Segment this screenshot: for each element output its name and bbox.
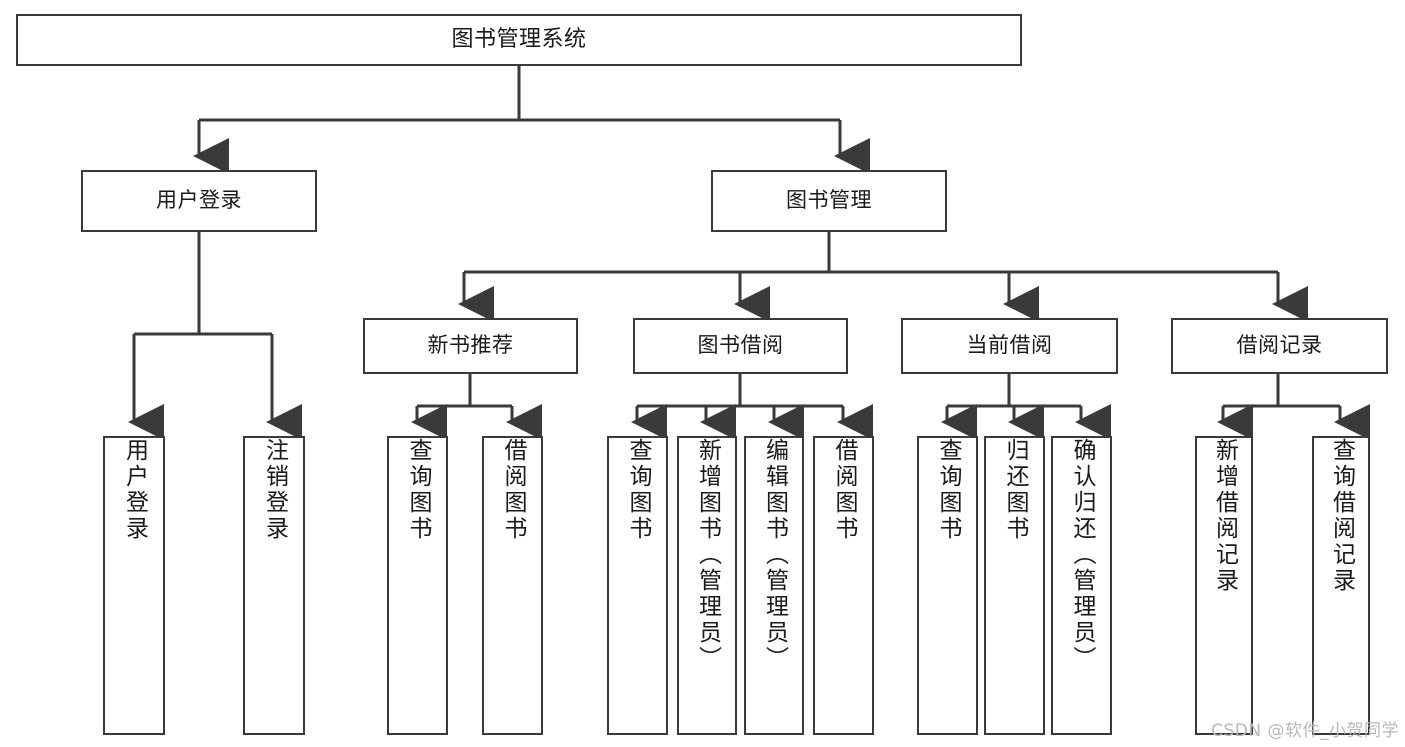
node-label: 确认归还（管理员） [1069, 438, 1095, 672]
node-label: 当前借阅 [966, 333, 1053, 358]
node-label: 注销登录 [261, 438, 288, 542]
node-label: 查询图书 [405, 438, 431, 542]
node-label: 查询图书 [935, 438, 961, 542]
leaf-new-book-query[interactable]: 查询图书 [387, 436, 448, 735]
node-root-library-system[interactable]: 图书管理系统 [16, 14, 1022, 66]
node-borrow-record[interactable]: 借阅记录 [1171, 318, 1388, 374]
node-current-borrow[interactable]: 当前借阅 [901, 318, 1118, 374]
node-label: 图书借阅 [697, 333, 784, 358]
leaf-borrow-add-book-admin[interactable]: 新增图书（管理员） [677, 436, 737, 735]
leaf-borrow-query-book[interactable]: 查询图书 [607, 436, 668, 735]
node-label: 图书管理 [786, 188, 872, 213]
node-label: 新书推荐 [427, 333, 514, 358]
leaf-new-book-borrow[interactable]: 借阅图书 [482, 436, 543, 735]
leaf-user-login[interactable]: 用户登录 [103, 436, 165, 735]
csdn-watermark: CSDN @软件_小贺同学 [1211, 721, 1399, 741]
node-label: 用户登录 [156, 188, 242, 213]
node-label: 编辑图书（管理员） [761, 438, 788, 672]
node-book-borrow[interactable]: 图书借阅 [633, 318, 848, 374]
leaf-record-add[interactable]: 新增借阅记录 [1195, 436, 1253, 735]
leaf-record-query[interactable]: 查询借阅记录 [1312, 436, 1370, 735]
node-label: 图书管理系统 [451, 26, 587, 52]
leaf-current-return-book[interactable]: 归还图书 [984, 436, 1045, 735]
node-label: 用户登录 [121, 438, 148, 542]
node-user-login[interactable]: 用户登录 [81, 170, 317, 232]
node-label: 查询借阅记录 [1328, 438, 1355, 594]
node-label: 新增图书（管理员） [694, 438, 721, 672]
leaf-current-query-book[interactable]: 查询图书 [917, 436, 978, 735]
node-book-management[interactable]: 图书管理 [711, 170, 947, 232]
node-label: 归还图书 [1002, 438, 1028, 542]
node-new-book-recommend[interactable]: 新书推荐 [363, 318, 578, 374]
node-label: 借阅记录 [1236, 333, 1323, 358]
leaf-borrow-borrow-book[interactable]: 借阅图书 [813, 436, 874, 735]
node-label: 借阅图书 [500, 438, 526, 542]
node-label: 借阅图书 [831, 438, 857, 542]
node-label: 查询图书 [625, 438, 651, 542]
leaf-borrow-edit-book-admin[interactable]: 编辑图书（管理员） [744, 436, 804, 735]
leaf-current-confirm-return-admin[interactable]: 确认归还（管理员） [1051, 436, 1112, 735]
leaf-logout[interactable]: 注销登录 [243, 436, 305, 735]
node-label: 新增借阅记录 [1211, 438, 1238, 594]
